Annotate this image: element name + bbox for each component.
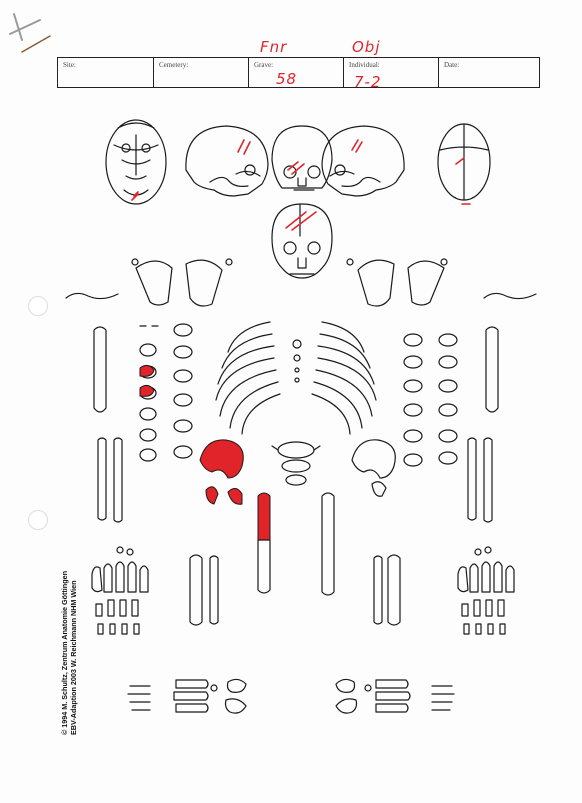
- grave-label: Grave:: [254, 61, 273, 69]
- scapula-left-b: [186, 260, 222, 306]
- scapula-left-a: [136, 261, 172, 305]
- vertebra-marked-1: [140, 365, 154, 376]
- hand-right: [458, 547, 514, 634]
- ulna-left: [114, 438, 122, 522]
- red-fracture-marks: [132, 140, 470, 230]
- foot-left: [128, 679, 246, 713]
- grave-handwritten-header: Fnr: [260, 38, 287, 56]
- fibula-right: [374, 556, 382, 624]
- skull-lateral-left: [186, 126, 268, 196]
- radius-left: [98, 438, 106, 520]
- tibia-right: [388, 555, 400, 625]
- sacrum: [272, 442, 320, 485]
- grave-handwritten-value: 58: [276, 70, 297, 88]
- skull-lateral-right: [322, 126, 404, 196]
- sternum: [293, 340, 301, 382]
- scapula-right-b: [408, 261, 444, 305]
- site-label: Site:: [63, 61, 76, 69]
- ribs-right: [312, 322, 376, 434]
- ilium-left-marked: [200, 440, 243, 478]
- radius-right: [468, 438, 476, 520]
- femur-left-marked: [258, 493, 270, 540]
- tibia-left: [190, 555, 202, 625]
- humerus-right: [486, 327, 498, 412]
- header-table: Site: Cemetery: Grave: Individual: Date:: [57, 57, 540, 88]
- ribs-left: [216, 322, 280, 434]
- femur-left-unmarked-part: [258, 540, 270, 593]
- individual-handwritten-header: Obj: [352, 38, 381, 56]
- clavicle-left: [66, 293, 118, 298]
- copyright-credit: © 1994 M. Schultz, Zentrum Anatomie Gött…: [60, 571, 78, 735]
- site-cell: Site:: [58, 58, 154, 87]
- ischium-left-marked: [228, 488, 242, 504]
- date-cell: Date:: [439, 58, 539, 87]
- foot-right: [336, 679, 454, 713]
- hand-left: [92, 547, 148, 634]
- vertebra-marked-2: [140, 385, 154, 396]
- skull-superior-view: [438, 124, 490, 200]
- corner-mark: [10, 14, 40, 40]
- humerus-left: [94, 327, 106, 412]
- vertebrae-right: [404, 334, 457, 466]
- ulna-right: [484, 438, 492, 522]
- pen-mark: [22, 36, 50, 52]
- date-label: Date:: [444, 61, 459, 69]
- clavicle-right: [484, 293, 536, 298]
- fibula-left: [210, 556, 218, 624]
- ischium-right: [372, 482, 386, 497]
- individual-label: Individual:: [349, 61, 380, 69]
- ilium-right: [352, 440, 395, 478]
- skull-basal-view: [106, 120, 166, 204]
- credit-line-1: © 1994 M. Schultz, Zentrum Anatomie Gött…: [60, 571, 69, 735]
- scapula-right-a: [358, 260, 394, 306]
- cemetery-label: Cemetery:: [159, 61, 188, 69]
- cemetery-cell: Cemetery:: [154, 58, 249, 87]
- pubis-left-marked: [206, 487, 218, 504]
- individual-handwritten-value: 7-2: [354, 73, 382, 91]
- credit-line-2: EBV-Adaption 2003 W. Reichmann NHM Wien: [69, 571, 78, 735]
- femur-right: [322, 493, 334, 595]
